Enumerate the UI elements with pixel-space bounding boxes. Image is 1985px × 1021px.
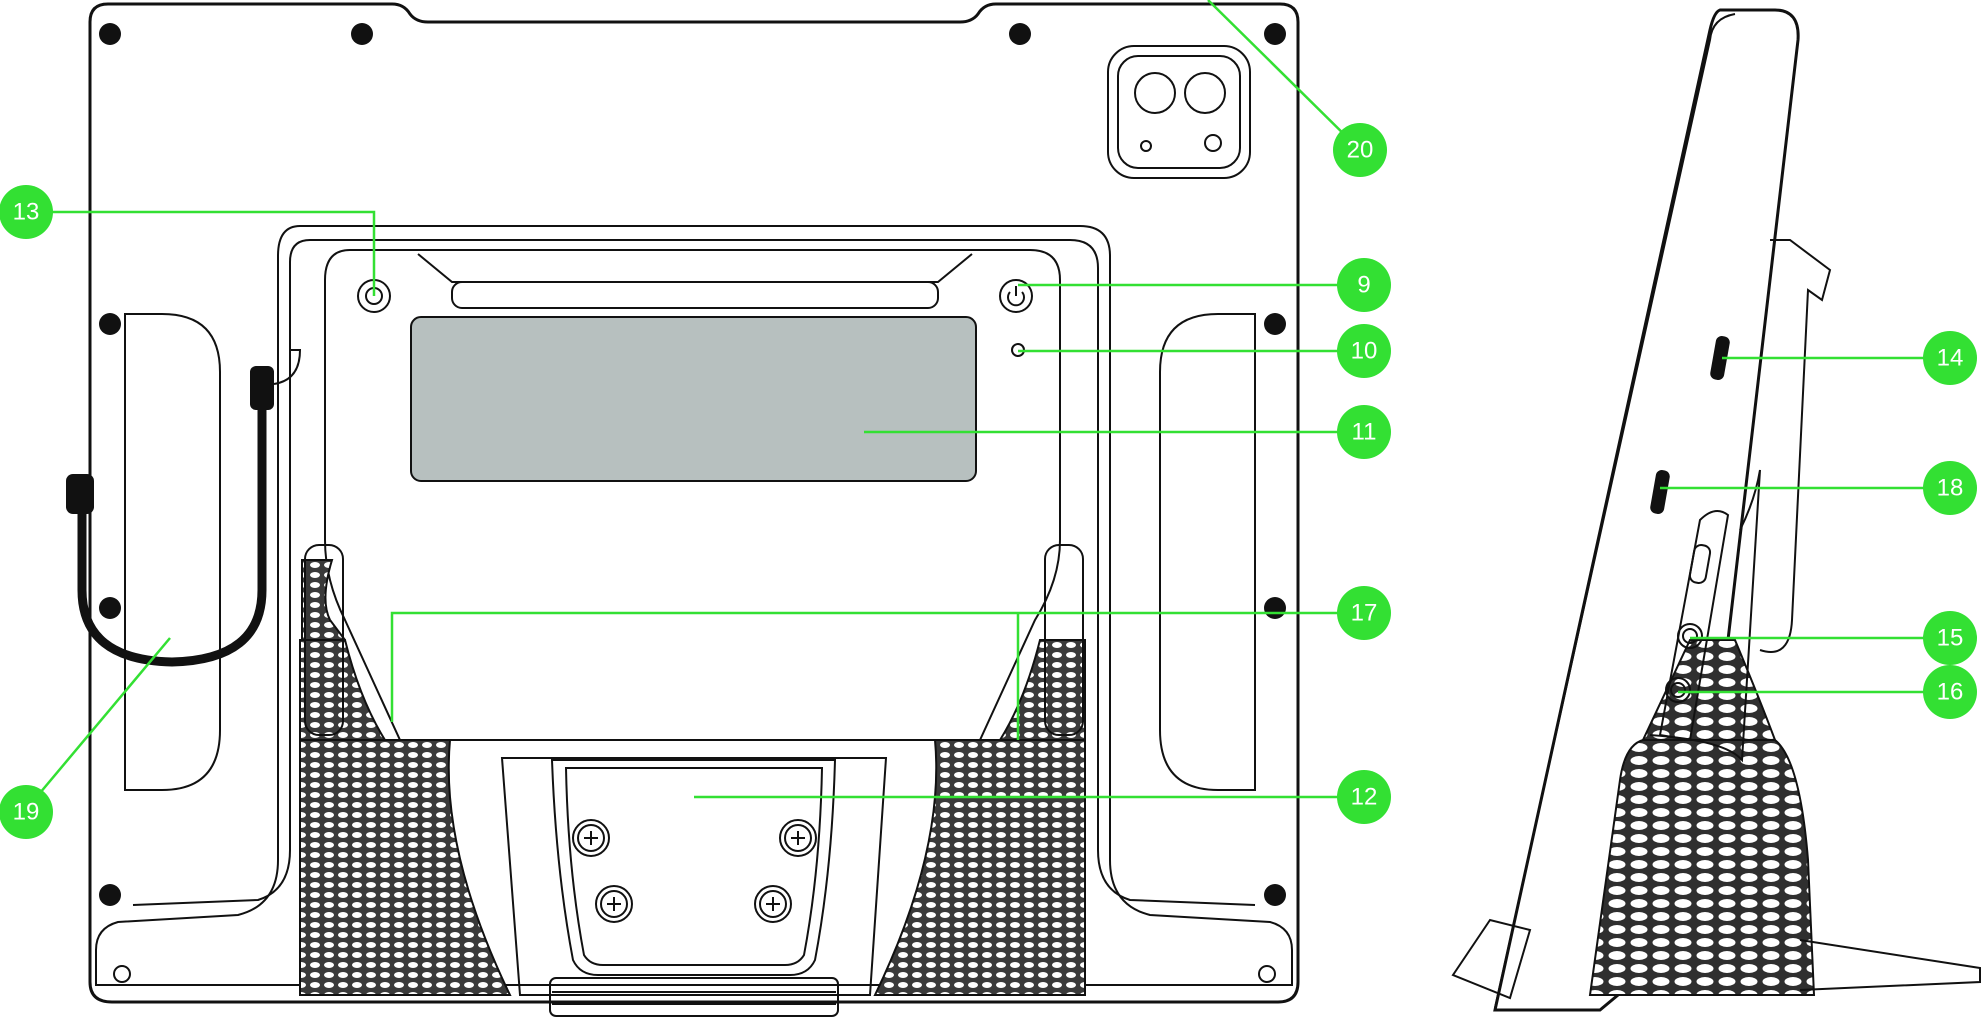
handle-slot (417, 253, 973, 283)
cable-clip (273, 349, 302, 430)
side-view (1451, 8, 1981, 1012)
callout-16: 16 (1923, 665, 1977, 719)
side-kickstand (1799, 939, 1981, 991)
tablet-body-outline (88, 2, 1300, 1004)
right-grip (1159, 313, 1256, 791)
speaker-grille-right-upper (998, 639, 1086, 741)
side-button-18[interactable] (1649, 469, 1670, 515)
side-port-panel (1658, 510, 1730, 742)
callout-20: 20 (1333, 123, 1387, 177)
body-screws (99, 23, 1286, 906)
label-panel (410, 316, 977, 482)
stand-foot-lines (552, 991, 836, 1005)
power-button[interactable] (999, 279, 1033, 313)
callout-15-label: 15 (1937, 625, 1964, 652)
vesa-plate (550, 759, 837, 976)
callout-11: 11 (1337, 405, 1391, 459)
back-view (66, 2, 1300, 1017)
left-grip (124, 313, 221, 791)
side-screen-edge (1494, 13, 1736, 1009)
callout-16-label: 16 (1937, 679, 1964, 706)
stand-foot (549, 977, 839, 1017)
callout-19-label: 19 (13, 799, 40, 826)
callout-18: 18 (1923, 461, 1977, 515)
callout-11-label: 11 (1352, 419, 1377, 446)
vesa-plate-inner (564, 767, 824, 966)
side-audio-jack-16-inner (1670, 682, 1686, 698)
speaker-grille-left-lower (299, 739, 512, 996)
camera-module (1107, 45, 1251, 179)
callout-10-label: 10 (1351, 338, 1378, 365)
callout-17: 17 (1337, 586, 1391, 640)
callout-20-label: 20 (1347, 137, 1374, 164)
camera-flash (1140, 140, 1152, 152)
callout-9-label: 9 (1357, 272, 1370, 299)
bottom-screw-left (113, 965, 131, 983)
bottom-screw-right (1258, 965, 1276, 983)
callout-17-label: 17 (1351, 600, 1378, 627)
camera-lens-right (1184, 72, 1226, 114)
grille-rail-right (1044, 544, 1084, 736)
side-button-14[interactable] (1709, 335, 1730, 381)
side-bottom-bumper (1451, 918, 1532, 1000)
case-inner-outline (95, 225, 1293, 986)
side-audio-jack-16[interactable] (1665, 677, 1691, 703)
callout-9: 9 (1337, 258, 1391, 312)
grille-rail-left (304, 544, 344, 736)
side-audio-jack-15-inner (1682, 628, 1698, 644)
callout-10: 10 (1337, 324, 1391, 378)
callout-12: 12 (1337, 770, 1391, 824)
side-case-back (1759, 239, 1832, 653)
usb-cable (77, 394, 267, 667)
power-icon (1007, 286, 1025, 307)
callout-19: 19 (0, 785, 53, 839)
callout-14-label: 14 (1937, 345, 1964, 372)
cable-connector-side[interactable] (66, 474, 94, 514)
camera-lens-left (1134, 72, 1176, 114)
callout-12-label: 12 (1351, 784, 1378, 811)
side-grille-upper (1641, 639, 1777, 741)
callout-14: 14 (1923, 331, 1977, 385)
callout-13-label: 13 (13, 199, 40, 226)
case-frame-left (132, 239, 311, 906)
camera-mic (1204, 134, 1222, 152)
callouts: 9 10 11 12 13 14 15 16 (0, 0, 1977, 839)
callout-13: 13 (0, 185, 53, 239)
side-stand-back (1588, 739, 1816, 996)
cable-connector-top[interactable] (250, 366, 274, 410)
stand-mount (500, 757, 888, 996)
vesa-screws (572, 819, 817, 923)
callout-15: 15 (1923, 611, 1977, 665)
camera-module-inner (1117, 55, 1241, 169)
case-frame (310, 239, 1256, 906)
handle-bar (451, 281, 939, 309)
speaker-grille-right (873, 739, 1086, 996)
callout-18-label: 18 (1937, 475, 1964, 502)
